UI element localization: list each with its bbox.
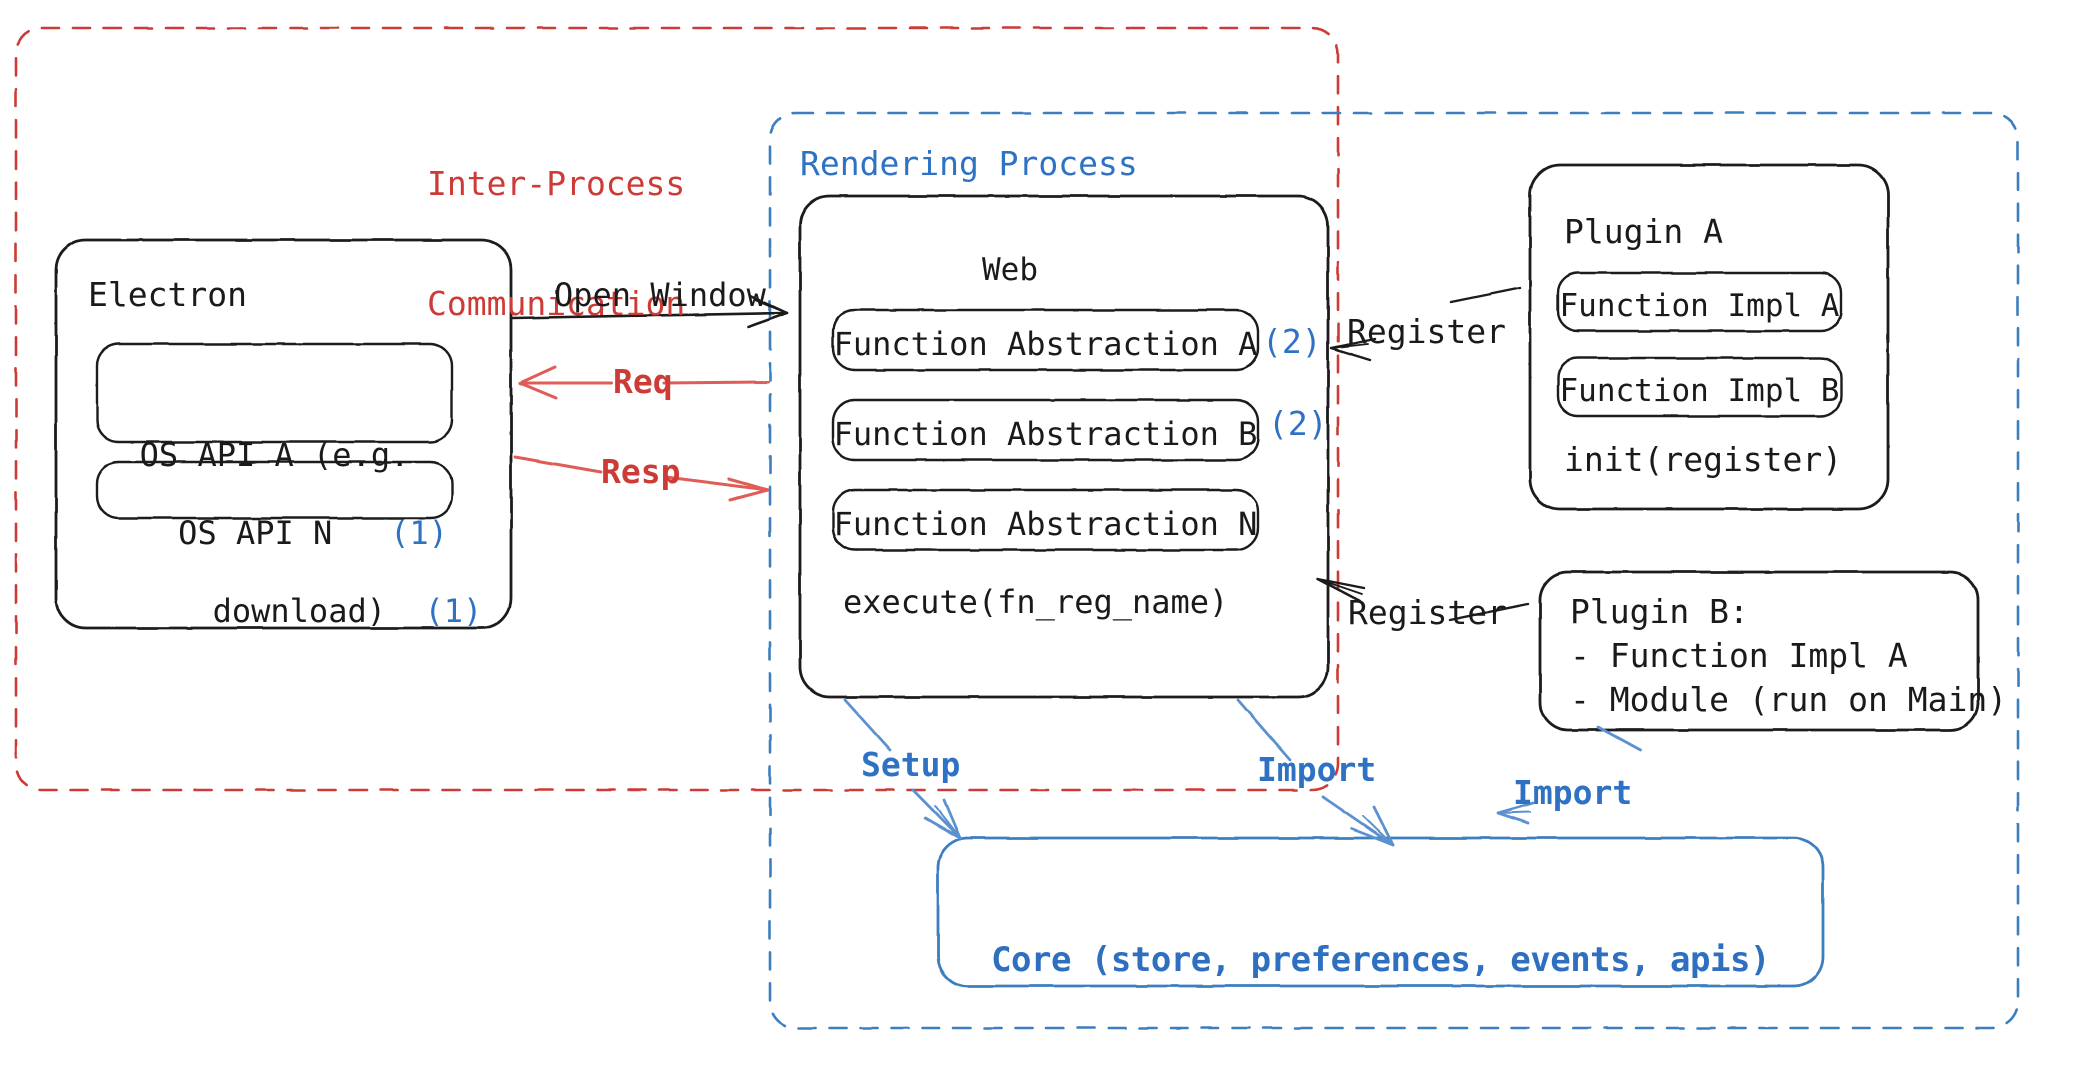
os-api-n-marker: (1)	[390, 514, 448, 553]
os-api-a-line2-text: download)	[212, 592, 386, 631]
function-abstraction-b-label: Function Abstraction B	[833, 415, 1258, 453]
edge-label-req: Req	[613, 362, 673, 401]
region-label-rendering: Rendering Process	[800, 144, 1138, 183]
region-label-ipc-line1: Inter-Process	[427, 163, 686, 203]
function-impl-b-label: Function Impl B	[1559, 373, 1840, 409]
os-api-n-label: OS API N (1)	[97, 475, 452, 592]
edge-label-open-window: Open Window	[554, 276, 766, 314]
core-label: Core (store, preferences, events, apis) …	[938, 857, 1823, 1066]
plugin-b-item-1: - Function Impl A	[1570, 636, 1908, 675]
edge-label-register-plugin-b: Register	[1348, 593, 1507, 632]
region-label-ipc: Inter-Process Communication	[427, 83, 685, 405]
os-api-a-marker: (1)	[424, 592, 483, 631]
web-title: Web	[982, 252, 1038, 288]
region-label-ipc-line2: Communication	[427, 284, 686, 324]
function-impl-a-label: Function Impl A	[1559, 288, 1840, 324]
electron-title: Electron	[88, 275, 247, 314]
plugin-b-title: Plugin B:	[1570, 592, 1749, 631]
function-abstraction-a-label: Function Abstraction A	[833, 325, 1258, 363]
plugin-b-item-2: - Module (run on Main)	[1570, 680, 2008, 719]
os-api-a-line1: OS API A (e.g.	[139, 436, 410, 475]
os-api-a-line2: download) (1)	[97, 553, 483, 670]
edge-label-import-plugin-b: Import	[1513, 773, 1633, 812]
core-line-2: - OS APIs (1)	[938, 1064, 1823, 1066]
web-execute-label: execute(fn_reg_name)	[843, 583, 1229, 621]
function-abstraction-a-marker: (2)	[1262, 322, 1322, 361]
os-api-n-text: OS API N	[178, 514, 333, 553]
function-abstraction-b-marker: (2)	[1268, 404, 1328, 443]
core-line-1: Core (store, preferences, events, apis)	[991, 939, 1770, 980]
function-abstraction-n-label: Function Abstraction N	[833, 505, 1258, 543]
edge-label-import-web: Import	[1257, 750, 1377, 789]
os-api-a-label: OS API A (e.g. download) (1)	[97, 358, 483, 748]
edge-label-setup: Setup	[861, 745, 961, 784]
edge-label-register-plugin-a: Register	[1347, 312, 1506, 351]
plugin-a-init-label: init(register)	[1564, 440, 1843, 479]
edge-label-resp: Resp	[601, 452, 681, 491]
plugin-a-title: Plugin A	[1564, 212, 1723, 251]
